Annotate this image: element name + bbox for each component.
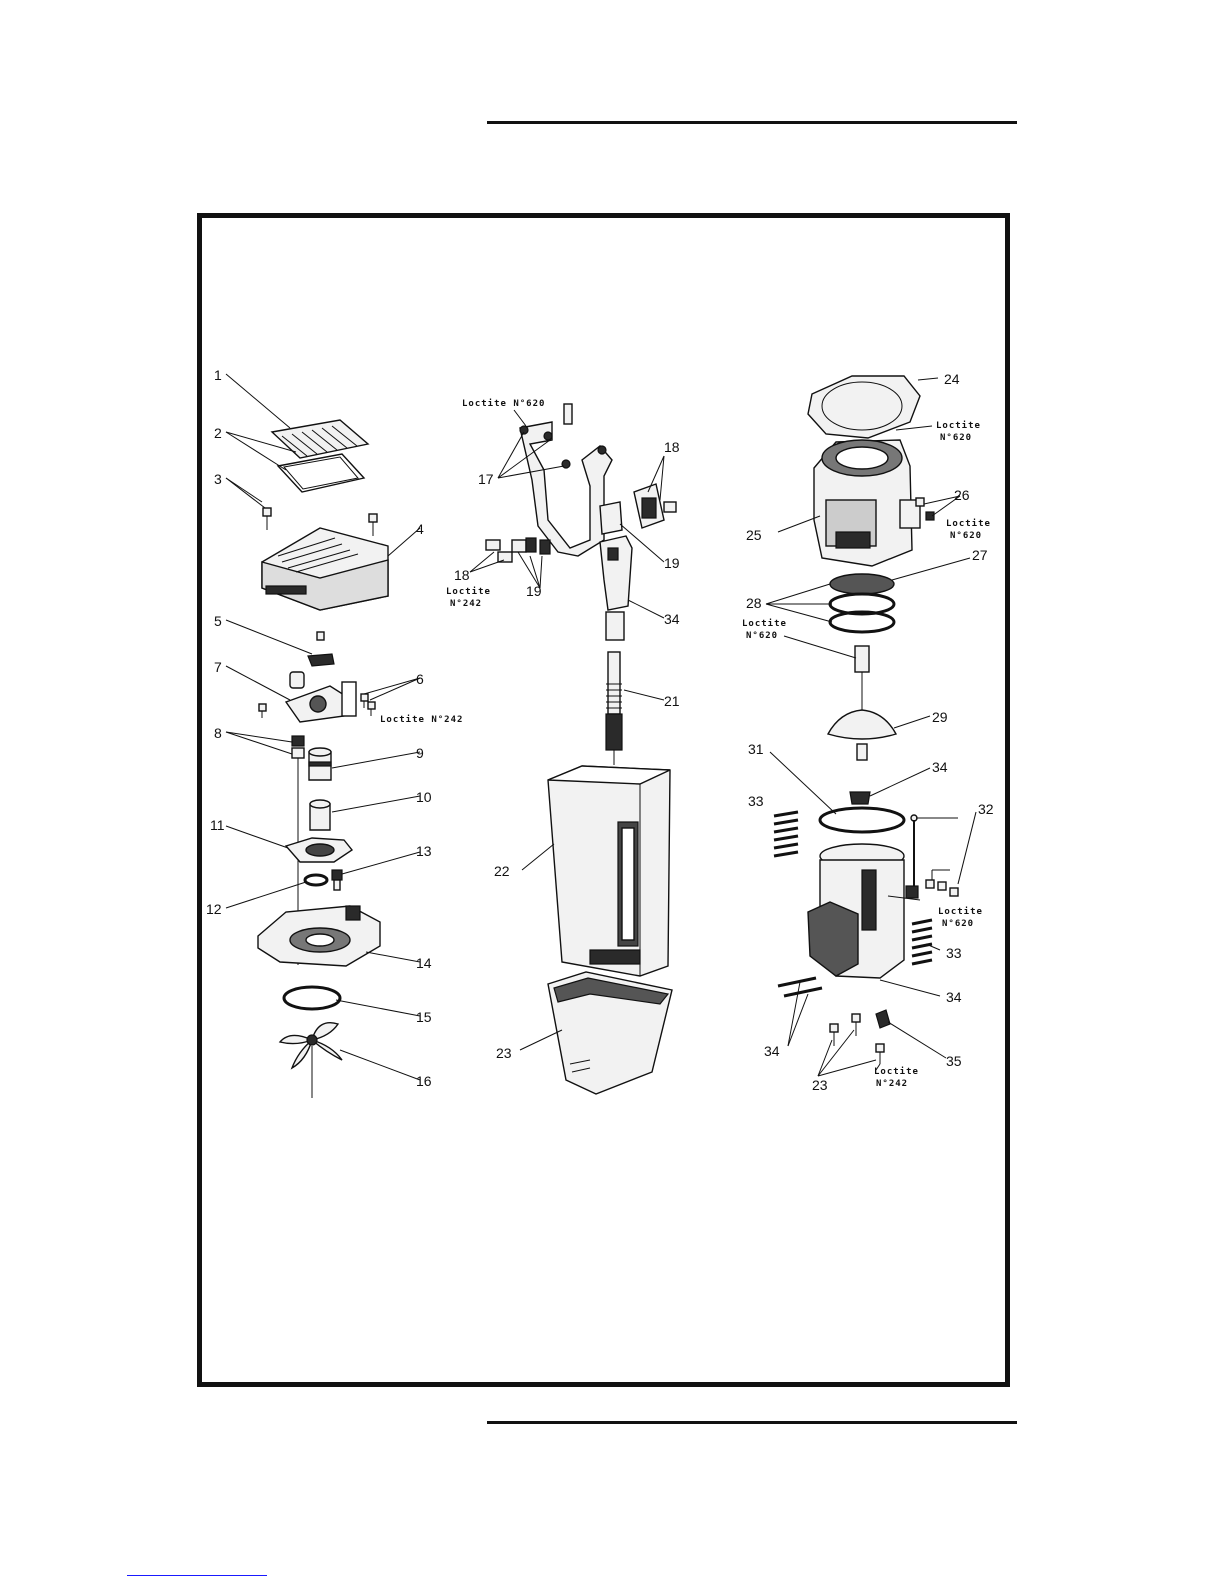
note-loctite-242-mid-line1: Loctite (446, 586, 491, 597)
part-7-plate (286, 672, 356, 722)
part-35-clip (876, 1010, 890, 1028)
callout-19-left: 19 (526, 583, 542, 599)
note-loctite-620-top: Loctite N°620 (462, 398, 545, 409)
note-loctite-620-r1-line2: N°620 (940, 433, 972, 443)
callout-18-right: 18 (664, 439, 680, 455)
callout-3: 3 (214, 471, 222, 487)
note-loctite-620-r1-line1: Loctite (936, 420, 981, 431)
callout-28: 28 (746, 595, 762, 611)
callout-25: 25 (746, 527, 762, 543)
note-loctite-620-r3-line2: N°620 (746, 631, 778, 641)
callout-12: 12 (206, 901, 222, 917)
note-loctite-620-r2-line1: Loctite (946, 518, 991, 529)
note-loctite-242-mid-line2: N°242 (450, 599, 482, 609)
callout-21: 21 (664, 693, 680, 709)
callout-9: 9 (416, 745, 424, 761)
callout-5: 5 (214, 613, 222, 629)
part-28-o-rings (830, 594, 894, 632)
callout-16: 16 (416, 1073, 432, 1089)
left-assembly (258, 420, 388, 1098)
callout-11: 11 (210, 817, 225, 833)
part-33-spring-left (774, 812, 798, 856)
right-assembly (774, 376, 958, 1064)
callout-15: 15 (416, 1009, 432, 1025)
part-29-piston (828, 646, 896, 760)
part-17-bracket (520, 404, 612, 556)
callout-23-screws: 23 (812, 1077, 828, 1093)
part-18-19-right-holder (600, 484, 676, 534)
part-21-armature (606, 652, 622, 765)
callout-33-left: 33 (748, 793, 764, 809)
callout-1: 1 (214, 367, 222, 383)
part-27-ring (830, 574, 894, 594)
callout-24: 24 (944, 371, 960, 387)
callout-34-block: 34 (664, 611, 680, 627)
note-loctite-620-r3-line1: Loctite (742, 618, 787, 629)
note-loctite-620-r4-line2: N°620 (942, 919, 974, 929)
part-2-gasket (278, 454, 364, 492)
callout-13: 13 (416, 843, 432, 859)
callout-10: 10 (416, 789, 432, 805)
part-22-frame (548, 766, 670, 976)
middle-assembly (486, 404, 676, 1094)
note-loctite-620-r2-line2: N°620 (950, 531, 982, 541)
part-5-clip (308, 632, 334, 666)
part-31-ring (820, 808, 904, 832)
callout-29: 29 (932, 709, 948, 725)
callout-8: 8 (214, 725, 222, 741)
callout-7: 7 (214, 659, 222, 675)
part-11-flange (286, 838, 352, 862)
callout-34-pins: 34 (764, 1043, 780, 1059)
note-loctite-242-bot-line2: N°242 (876, 1079, 908, 1089)
callout-17: 17 (478, 471, 494, 487)
part-23-bottom-cover (548, 972, 672, 1094)
part-34-brush-block (600, 536, 632, 640)
note-loctite-620-r4-line1: Loctite (938, 906, 983, 917)
callout-23-cover: 23 (496, 1045, 512, 1061)
callout-4: 4 (416, 521, 424, 537)
part-34-bush (850, 792, 870, 804)
callout-6: 6 (416, 671, 424, 687)
part-25-gear-case (814, 440, 920, 566)
note-loctite-242-left: Loctite N°242 (380, 714, 463, 725)
callout-32: 32 (978, 801, 994, 817)
part-14-base (258, 906, 380, 966)
callout-34-body: 34 (946, 989, 962, 1005)
callout-19-right: 19 (664, 555, 680, 571)
callout-27: 27 (972, 547, 988, 563)
part-10-sleeve (310, 800, 330, 830)
callout-18-left: 18 (454, 567, 470, 583)
part-16-fan (280, 1023, 342, 1098)
part-33-spring-right (912, 920, 932, 964)
part-18-19-left-holder (486, 538, 550, 562)
callout-22: 22 (494, 863, 510, 879)
part-1-grille (272, 420, 368, 458)
callout-2: 2 (214, 425, 222, 441)
callout-35: 35 (946, 1053, 962, 1069)
callout-14: 14 (416, 955, 432, 971)
callout-31: 31 (748, 741, 764, 757)
part-12-o-ring (305, 875, 327, 885)
callout-33-right: 33 (946, 945, 962, 961)
part-34-pins (778, 978, 822, 996)
part-body-lower (808, 844, 904, 978)
note-loctite-242-bot-line1: Loctite (874, 1066, 919, 1077)
part-23-screws (830, 1014, 884, 1064)
callout-26: 26 (954, 487, 970, 503)
part-4-cover (262, 528, 388, 610)
part-9-cylinder (309, 748, 331, 780)
part-32-rod (906, 815, 958, 898)
part-13-plug (332, 870, 342, 890)
part-15-ring (284, 987, 340, 1009)
callout-34-bush: 34 (932, 759, 948, 775)
